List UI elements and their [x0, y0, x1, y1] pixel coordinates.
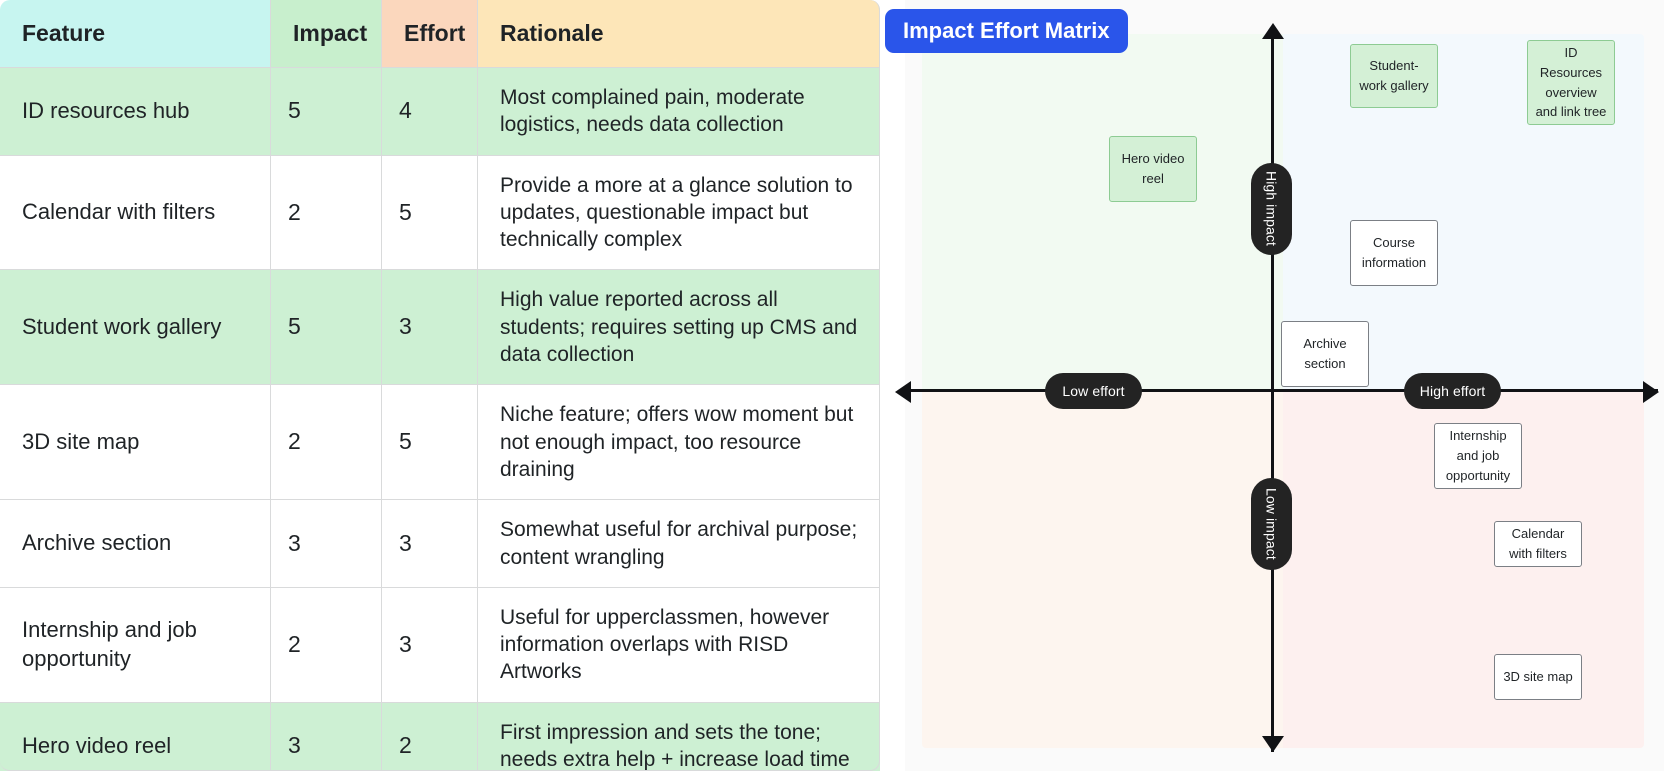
matrix-card-internship-job-opportunity[interactable]: Internship and job opportunity: [1434, 423, 1522, 489]
cell-effort: 5: [382, 385, 478, 501]
column-header-rationale: Rationale: [478, 0, 880, 68]
quadrant-low-effort-high-impact: [922, 34, 1283, 391]
matrix-card-calendar-with-filters[interactable]: Calendar with filters: [1494, 521, 1582, 567]
arrow-left-icon: [895, 381, 911, 403]
cell-feature: Internship and job opportunity: [0, 587, 271, 703]
cell-impact: 2: [271, 385, 382, 501]
cell-feature: Archive section: [0, 500, 271, 588]
axis-label-high-impact: High impact: [1251, 163, 1292, 255]
table-header: Feature Impact Effort Rationale: [0, 0, 880, 68]
matrix-card-course-information[interactable]: Course information: [1350, 220, 1438, 286]
table-row[interactable]: Internship and job opportunity 2 3 Usefu…: [0, 587, 880, 703]
column-header-feature: Feature: [0, 0, 271, 68]
arrow-right-icon: [1643, 381, 1659, 403]
table-row[interactable]: Hero video reel 3 2 First impression and…: [0, 702, 880, 771]
arrow-down-icon: [1262, 736, 1284, 752]
table-body: ID resources hub 5 4 Most complained pai…: [0, 68, 880, 771]
cell-effort: 4: [382, 68, 478, 156]
table-row[interactable]: ID resources hub 5 4 Most complained pai…: [0, 68, 880, 156]
matrix-card-3d-site-map[interactable]: 3D site map: [1494, 654, 1582, 700]
matrix-card-archive-section[interactable]: Archive section: [1281, 321, 1369, 387]
cell-effort: 2: [382, 702, 478, 771]
column-header-impact: Impact: [271, 0, 382, 68]
cell-feature: 3D site map: [0, 385, 271, 501]
cell-effort: 3: [382, 270, 478, 386]
table-row[interactable]: 3D site map 2 5 Niche feature; offers wo…: [0, 385, 880, 501]
arrow-up-icon: [1262, 23, 1284, 39]
cell-effort: 5: [382, 155, 478, 271]
cell-feature: ID resources hub: [0, 68, 271, 156]
cell-rationale: Useful for upperclassmen, however inform…: [478, 587, 880, 703]
feature-table: Feature Impact Effort Rationale ID resou…: [0, 0, 880, 771]
cell-rationale: Somewhat useful for archival purpose; co…: [478, 500, 880, 588]
table-row[interactable]: Student work gallery 5 3 High value repo…: [0, 270, 880, 386]
column-header-effort: Effort: [382, 0, 478, 68]
cell-impact: 5: [271, 68, 382, 156]
matrix-title-badge: Impact Effort Matrix: [885, 9, 1128, 53]
table-header-row: Feature Impact Effort Rationale: [0, 0, 880, 68]
matrix-card-student-work-gallery[interactable]: Student-work gallery: [1350, 44, 1438, 108]
cell-rationale: Niche feature; offers wow moment but not…: [478, 385, 880, 501]
cell-rationale: Most complained pain, moderate logistics…: [478, 68, 880, 156]
cell-feature: Student work gallery: [0, 270, 271, 386]
axis-label-low-effort: Low effort: [1045, 373, 1142, 409]
effort-axis-line: [901, 389, 1658, 392]
axis-label-low-impact: Low impact: [1251, 478, 1292, 570]
cell-impact: 5: [271, 270, 382, 386]
cell-effort: 3: [382, 587, 478, 703]
cell-rationale: First impression and sets the tone; need…: [478, 702, 880, 771]
cell-impact: 3: [271, 702, 382, 771]
cell-impact: 2: [271, 587, 382, 703]
cell-rationale: Provide a more at a glance solution to u…: [478, 155, 880, 271]
cell-impact: 3: [271, 500, 382, 588]
quadrant-low-effort-low-impact: [922, 391, 1283, 748]
cell-feature: Hero video reel: [0, 702, 271, 771]
matrix-card-hero-video-reel[interactable]: Hero video reel: [1109, 136, 1197, 202]
table-row[interactable]: Calendar with filters 2 5 Provide a more…: [0, 155, 880, 271]
cell-rationale: High value reported across all students;…: [478, 270, 880, 386]
cell-effort: 3: [382, 500, 478, 588]
axis-label-high-effort: High effort: [1404, 373, 1501, 409]
feature-table-panel: Feature Impact Effort Rationale ID resou…: [0, 0, 880, 771]
table-row[interactable]: Archive section 3 3 Somewhat useful for …: [0, 500, 880, 588]
cell-impact: 2: [271, 155, 382, 271]
matrix-card-id-resources[interactable]: ID Resources overview and link tree: [1527, 40, 1615, 125]
cell-feature: Calendar with filters: [0, 155, 271, 271]
